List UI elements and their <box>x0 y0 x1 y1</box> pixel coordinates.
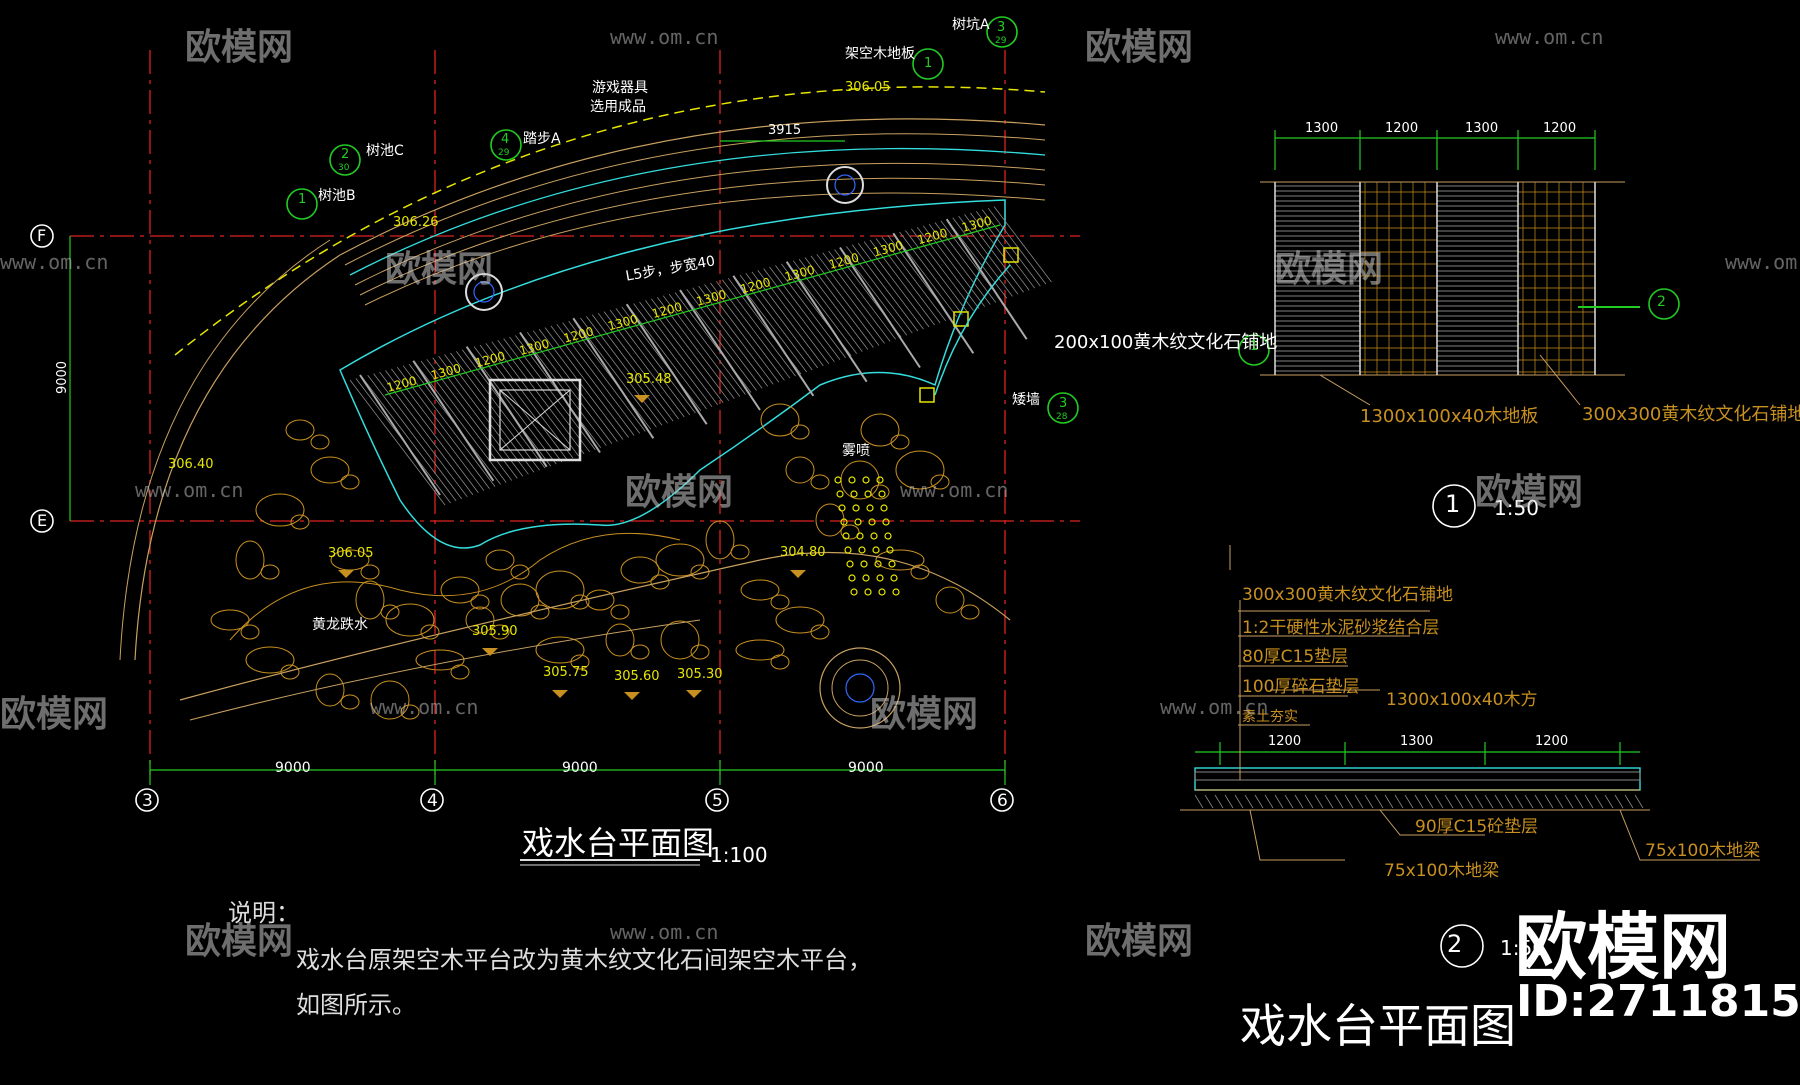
d1-label-stone: 300x300黄木纹文化石铺地 <box>1582 404 1800 425</box>
label-step-a: 踏步A <box>523 131 561 147</box>
dim-bottom-3: 9000 <box>848 760 884 776</box>
elev-9: 305.60 <box>614 669 660 684</box>
label-play-1: 游戏器具 <box>592 80 648 96</box>
d1-dim-4: 1200 <box>1543 121 1577 136</box>
notes-heading: 说明： <box>228 899 300 927</box>
label-tree-b: 树池B <box>318 188 356 204</box>
d1-scale: 1:50 <box>1494 496 1539 520</box>
axis-5-label: 5 <box>712 791 723 811</box>
axis-3-label: 3 <box>142 791 153 811</box>
label-mist: 雾喷 <box>842 443 870 459</box>
plan-title: 戏水台平面图 <box>522 824 715 862</box>
brand-id: ID:2711815 <box>1516 976 1800 1027</box>
elev-4: 306.05 <box>328 546 374 561</box>
elev-10: 305.30 <box>677 667 723 682</box>
callout-7-num: 3 <box>1059 396 1068 411</box>
dim-left: 9000 <box>55 360 71 395</box>
d1-section-ref: 2 <box>1657 294 1666 310</box>
elev-3: 306.40 <box>168 457 214 472</box>
elev-1: 306.05 <box>845 80 891 95</box>
d2-layer-4: 100厚碎石垫层 <box>1242 677 1360 697</box>
callout-5-num: 3 <box>997 20 1006 35</box>
brand-logo-text: 欧模网 <box>1515 905 1732 989</box>
label-tree-a: 树坑A <box>952 17 990 33</box>
d1-dim-3: 1300 <box>1465 121 1499 136</box>
label-deck: 架空木地板 <box>845 46 915 62</box>
callout-2-num: 2 <box>341 147 350 162</box>
axis-e-label: E <box>37 511 48 530</box>
d2-scale: 1:50 <box>1500 936 1545 960</box>
d2-dim-1: 1200 <box>1268 734 1302 749</box>
callout-5-sub: 29 <box>995 36 1007 46</box>
label-tree-c: 树池C <box>366 143 404 159</box>
d2-scale-num: 2 <box>1447 930 1463 958</box>
d2-joist-2: 75x100木地梁 <box>1645 841 1761 861</box>
notes-line-1: 戏水台原架空木平台改为黄木纹文化石间架空木平台， <box>296 946 872 974</box>
label-play-2: 选用成品 <box>590 99 646 115</box>
callout-7-sub: 28 <box>1056 412 1068 422</box>
notes-line-2: 如图所示。 <box>296 991 416 1019</box>
elev-7: 305.90 <box>472 624 518 639</box>
axis-6-label: 6 <box>997 791 1008 811</box>
label-stone: 200x100黄木纹文化石铺地 <box>1054 332 1278 353</box>
callout-2-sub: 30 <box>338 163 350 173</box>
label-fall: 黄龙跌水 <box>312 617 368 633</box>
d2-wood-label: 1300x100x40木方 <box>1386 690 1538 710</box>
d2-layer-2: 1:2干硬性水泥砂浆结合层 <box>1242 618 1440 638</box>
d2-dim-2: 1300 <box>1400 734 1434 749</box>
callout-3-sub: 29 <box>498 148 510 158</box>
d1-dim-1: 1300 <box>1305 121 1339 136</box>
elev-8: 305.75 <box>543 665 589 680</box>
elev-2: 306.26 <box>393 215 439 230</box>
d2-base-label: 90厚C15砼垫层 <box>1415 817 1539 837</box>
dim-bottom-1: 9000 <box>275 760 311 776</box>
plan-drawing: 1200130012001300120013001200130012001300… <box>69 50 1080 785</box>
d2-layer-5: 素土夯实 <box>1242 709 1298 725</box>
detail-2-section <box>1180 545 1760 861</box>
d2-joist-1: 75x100木地梁 <box>1384 861 1500 881</box>
callout-6-num: 1 <box>1250 339 1259 354</box>
d1-label-wood: 1300x100x40木地板 <box>1360 406 1539 427</box>
label-wall: 矮墙 <box>1012 392 1040 408</box>
d2-layer-3: 80厚C15垫层 <box>1242 647 1349 667</box>
axis-f-label: F <box>37 226 47 245</box>
callout-4-num: 1 <box>924 56 933 71</box>
plan-scale: 1:100 <box>710 843 768 867</box>
dim-top: 3915 <box>768 123 802 138</box>
elev-5: 305.48 <box>626 372 672 387</box>
d1-dim-2: 1200 <box>1385 121 1419 136</box>
d2-layer-1: 300x300黄木纹文化石铺地 <box>1242 585 1453 605</box>
dim-bottom-2: 9000 <box>562 760 598 776</box>
detail-1-plan <box>1260 130 1640 406</box>
callout-1-num: 1 <box>298 192 307 207</box>
callout-3-num: 4 <box>501 132 510 147</box>
d2-dim-3: 1200 <box>1535 734 1569 749</box>
d1-scale-num: 1 <box>1445 490 1461 518</box>
elev-6: 304.80 <box>780 545 826 560</box>
axis-4-label: 4 <box>427 791 438 811</box>
footer-title: 戏水台平面图 <box>1240 999 1516 1053</box>
